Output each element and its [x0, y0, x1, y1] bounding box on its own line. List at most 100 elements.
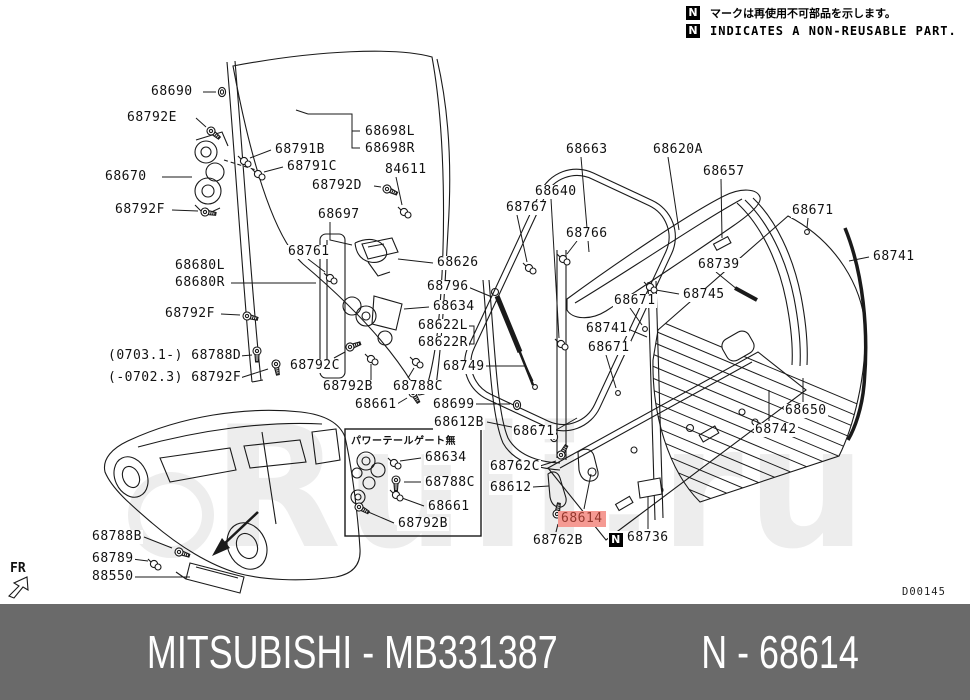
part-label-68766: 68766 — [565, 226, 609, 241]
part-label-68663: 68663 — [565, 142, 609, 157]
part-label-88550: 88550 — [91, 569, 135, 584]
power-tailgate-box — [344, 428, 482, 537]
note-jp: N マークは再使用不可部品を示します。 — [686, 5, 896, 21]
box-parts-cluster — [350, 451, 386, 505]
part-label-68699: 68699 — [432, 397, 476, 412]
part-label-68661: 68661 — [354, 397, 398, 412]
n-symbol-icon: N — [609, 533, 623, 547]
part-label-68788C: 68788C — [424, 475, 476, 490]
clip-part-glyph — [522, 262, 537, 275]
bolt-part-glyph — [556, 444, 569, 460]
part-label-68614: 68614 — [558, 511, 606, 527]
part-label-68680R: 68680R — [174, 275, 226, 290]
clip-part-glyph — [237, 155, 252, 168]
part-label-68791C: 68791C — [286, 159, 338, 174]
clip-part-glyph — [643, 281, 658, 294]
latch-cable — [354, 238, 391, 277]
clip-part-glyph — [389, 489, 404, 502]
plate-part-glyph — [637, 477, 663, 499]
rear-glass — [652, 215, 866, 503]
part-label-68698R: 68698R — [364, 141, 416, 156]
leader-lines-layer — [131, 86, 870, 578]
part-label-68680L: 68680L — [174, 258, 226, 273]
bolt-part-glyph — [271, 359, 281, 376]
part-label-68792B: 68792B — [397, 516, 449, 531]
part-label-68742: 68742 — [754, 422, 798, 437]
part-label-68698L: 68698L — [364, 124, 416, 139]
run-channel — [319, 233, 346, 379]
dot-part-glyph — [532, 384, 538, 390]
grom-part-glyph — [512, 399, 522, 411]
glass-handle-cutout — [721, 330, 755, 362]
drawing-code: D00145 — [902, 586, 946, 598]
fr-label: FR — [10, 561, 26, 576]
part-label-68792C: 68792C — [289, 358, 341, 373]
n-symbol-icon: N — [686, 24, 700, 38]
door-glass — [232, 50, 445, 396]
clip-part-glyph — [387, 457, 402, 470]
pointer-arrowhead — [212, 538, 230, 556]
note-en-text: INDICATES A NON-REUSABLE PART. — [710, 24, 957, 38]
dot-part-glyph — [642, 326, 648, 332]
bolt-part-glyph — [391, 475, 401, 492]
dot-part-glyph — [804, 229, 810, 235]
footer-selected-part: N - 68614 — [701, 626, 860, 678]
bolt-part-glyph — [252, 346, 262, 363]
part-label-68788D: (0703.1-) 68788D — [107, 348, 243, 363]
bolt-part-glyph — [206, 126, 222, 140]
bolt-part-glyph — [242, 311, 259, 321]
n-symbol-icon: N — [686, 6, 700, 20]
part-label-68620A: 68620A — [652, 142, 704, 157]
part-label-68792F: 68792F — [164, 306, 216, 321]
part-label-68622R: 68622R — [417, 335, 469, 350]
part-label-68745: 68745 — [682, 287, 726, 302]
part-label-68670: 68670 — [104, 169, 148, 184]
part-label-68749: 68749 — [442, 359, 486, 374]
latch-motor-cluster — [342, 295, 403, 346]
striker — [361, 237, 399, 260]
door-lock-cluster — [194, 131, 229, 216]
part-label-68791B: 68791B — [274, 142, 326, 157]
bolt-part-glyph — [354, 502, 370, 515]
note-en: N INDICATES A NON-REUSABLE PART. — [686, 24, 957, 38]
bolt-part-glyph — [200, 207, 217, 217]
part-label-68792F: (-0702.3) 68792F — [107, 370, 243, 385]
part-label-68634: 68634 — [424, 450, 468, 465]
part-label-68697: 68697 — [317, 207, 361, 222]
clip-part-glyph — [554, 338, 569, 351]
part-label-68671: 68671 — [587, 340, 631, 355]
part-label-68690: 68690 — [150, 84, 194, 99]
footer-brand-part: MITSUBISHI - MB331387 — [146, 626, 558, 678]
part-label-68640: 68640 — [534, 184, 578, 199]
hinge-cover-strip — [734, 286, 758, 302]
footer-bar: MITSUBISHI - MB331387 N - 68614 — [0, 604, 970, 700]
part-label-68739: 68739 — [697, 257, 741, 272]
part-label-68761: 68761 — [287, 244, 331, 259]
bolt-part-glyph — [174, 547, 191, 558]
part-label-68762C: 68762C — [489, 459, 541, 474]
part-label-68789: 68789 — [91, 551, 135, 566]
clip-part-glyph — [397, 206, 412, 219]
bolt-part-glyph — [382, 184, 399, 196]
gas-strut — [490, 287, 535, 386]
power-tailgate-box-title: パワーテールゲート無 — [351, 436, 456, 447]
grom-part-glyph — [217, 86, 227, 98]
glass-molding — [843, 227, 868, 441]
ecu-module — [175, 562, 245, 594]
part-label-68612B: 68612B — [433, 415, 485, 430]
part-label-68796: 68796 — [426, 279, 470, 294]
part-label-68671: 68671 — [613, 293, 657, 308]
part-label-68671: 68671 — [512, 424, 556, 439]
part-label-68626: 68626 — [436, 255, 480, 270]
car-sketch — [103, 409, 361, 581]
hinge-lower — [547, 471, 567, 508]
part-label-68741: 68741 — [585, 321, 629, 336]
fr-arrow-icon — [8, 576, 29, 599]
part-label-68762B: 68762B — [532, 533, 584, 548]
part-label-68622L: 68622L — [417, 318, 469, 333]
part-label-68767: 68767 — [505, 200, 549, 215]
part-label-68671: 68671 — [791, 203, 835, 218]
